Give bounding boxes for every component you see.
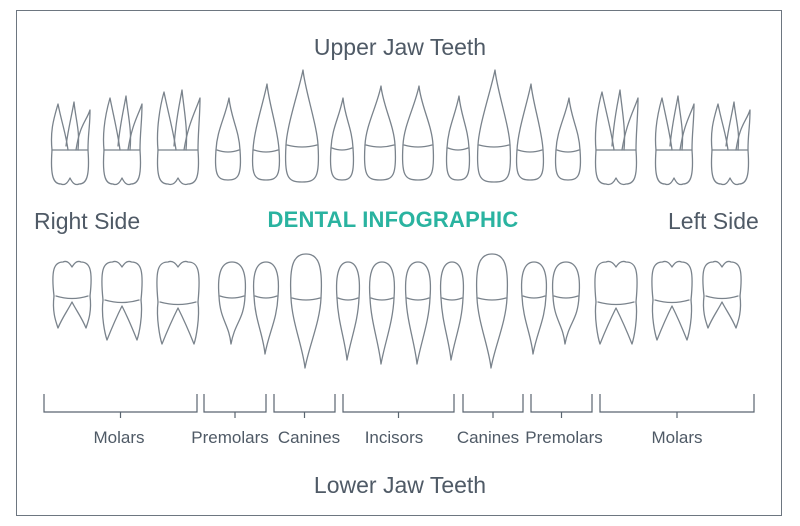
upper-tooth-incisor — [329, 97, 355, 181]
upper-tooth-incisor — [363, 85, 397, 181]
lower-tooth-premolar — [520, 261, 548, 355]
lower-tooth-molar — [702, 260, 742, 329]
diagram-frame — [16, 10, 782, 516]
upper-tooth-molar — [710, 101, 751, 186]
upper-tooth-premolar — [251, 83, 281, 181]
group-label-canines-right: Canines — [277, 428, 341, 447]
group-bracket — [530, 394, 593, 418]
group-bracket — [203, 394, 267, 418]
group-label-premolars-left: Premolars — [525, 428, 603, 447]
group-label-incisors: Incisors — [364, 428, 424, 447]
upper-tooth-molar — [50, 101, 91, 186]
upper-tooth-premolar — [515, 83, 545, 181]
lower-tooth-molar — [52, 260, 92, 329]
group-bracket — [43, 394, 198, 418]
group-label-canines-left: Canines — [456, 428, 520, 447]
group-bracket — [273, 394, 336, 418]
group-label-molars-left: Molars — [651, 428, 703, 447]
group-bracket — [342, 394, 455, 418]
lower-tooth-incisor — [439, 261, 465, 361]
group-label-molars-right: Molars — [93, 428, 145, 447]
lower-tooth-canine — [475, 253, 509, 369]
lower-tooth-incisor — [368, 261, 396, 365]
upper-tooth-molar — [654, 95, 695, 186]
left-side-label: Left Side — [668, 208, 759, 234]
diagram-title: DENTAL INFOGRAPHIC — [267, 207, 519, 232]
lower-tooth-incisor — [404, 261, 432, 365]
group-bracket — [462, 394, 524, 418]
upper-tooth-molar — [156, 89, 201, 186]
lower-tooth-premolar — [252, 261, 280, 355]
upper-jaw-title: Upper Jaw Teeth — [313, 34, 487, 60]
upper-tooth-incisor — [401, 85, 435, 181]
lower-tooth-canine — [289, 253, 323, 369]
lower-tooth-premolar — [551, 261, 581, 345]
upper-tooth-molar — [102, 95, 143, 186]
upper-tooth-canine — [476, 69, 512, 183]
upper-tooth-molar — [594, 89, 639, 186]
lower-teeth-row — [52, 253, 742, 369]
upper-tooth-incisor — [445, 95, 471, 181]
lower-tooth-molar — [156, 260, 200, 345]
upper-teeth-row — [50, 69, 751, 186]
upper-tooth-premolar — [554, 97, 582, 181]
lower-jaw-title: Lower Jaw Teeth — [313, 472, 487, 498]
right-side-label: Right Side — [34, 208, 141, 234]
lower-tooth-molar — [594, 260, 638, 345]
lower-tooth-molar — [651, 260, 693, 341]
group-label-premolars-right: Premolars — [191, 428, 269, 447]
lower-tooth-molar — [101, 260, 143, 341]
group-bracket — [599, 394, 755, 418]
lower-tooth-premolar — [217, 261, 247, 345]
upper-tooth-premolar — [214, 97, 242, 181]
group-brackets — [43, 394, 755, 418]
lower-tooth-incisor — [335, 261, 361, 361]
upper-tooth-canine — [284, 69, 320, 183]
